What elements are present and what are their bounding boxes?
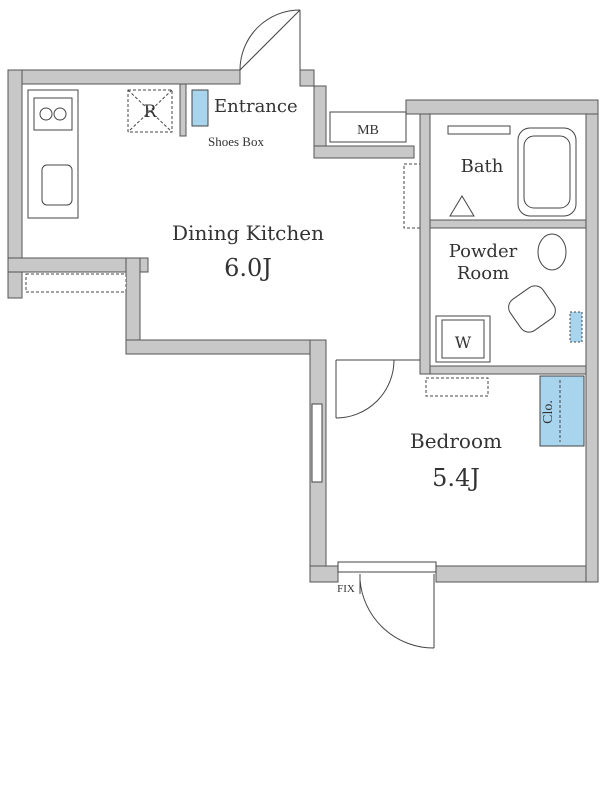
dining-kitchen-size: 6.0J xyxy=(224,254,272,282)
storage-door xyxy=(403,163,421,229)
washer-label: W xyxy=(455,333,472,352)
sink-icon xyxy=(41,164,73,206)
shoes-box-label: Shoes Box xyxy=(208,134,264,149)
mb-label: MB xyxy=(357,123,379,138)
powder-room: Powder Room xyxy=(449,233,583,343)
refrigerator-label: R xyxy=(144,102,158,122)
powder-room-label-1: Powder xyxy=(449,241,518,262)
sink-bowl-icon xyxy=(537,233,567,271)
kitchen-counter xyxy=(25,89,127,293)
bathtub-icon xyxy=(517,127,577,217)
bath-label: Bath xyxy=(461,156,504,177)
bedroom-window xyxy=(337,561,437,649)
entrance-door xyxy=(239,9,301,71)
corridor-window xyxy=(311,403,323,483)
stove-icon xyxy=(33,97,73,131)
closet xyxy=(539,375,585,447)
closet-label: Clo. xyxy=(541,400,556,424)
bedroom-label: Bedroom xyxy=(410,429,502,453)
bedroom-size: 5.4J xyxy=(432,464,480,492)
refrigerator-space: R xyxy=(127,89,173,133)
mb-box xyxy=(329,111,407,143)
bath-partitions xyxy=(419,113,587,375)
powder-room-label-2: Room xyxy=(457,263,509,284)
bedroom-door xyxy=(335,359,420,419)
walls xyxy=(7,69,599,583)
bath-area: Bath xyxy=(447,125,577,217)
toilet-icon xyxy=(508,285,556,333)
fix-label: FIX xyxy=(337,583,355,595)
shoes-box-icon xyxy=(191,89,209,127)
entrance-label: Entrance xyxy=(214,96,298,117)
washer-space: W xyxy=(425,315,491,397)
dining-kitchen-label: Dining Kitchen xyxy=(172,221,324,245)
counter-shelf xyxy=(25,273,127,293)
